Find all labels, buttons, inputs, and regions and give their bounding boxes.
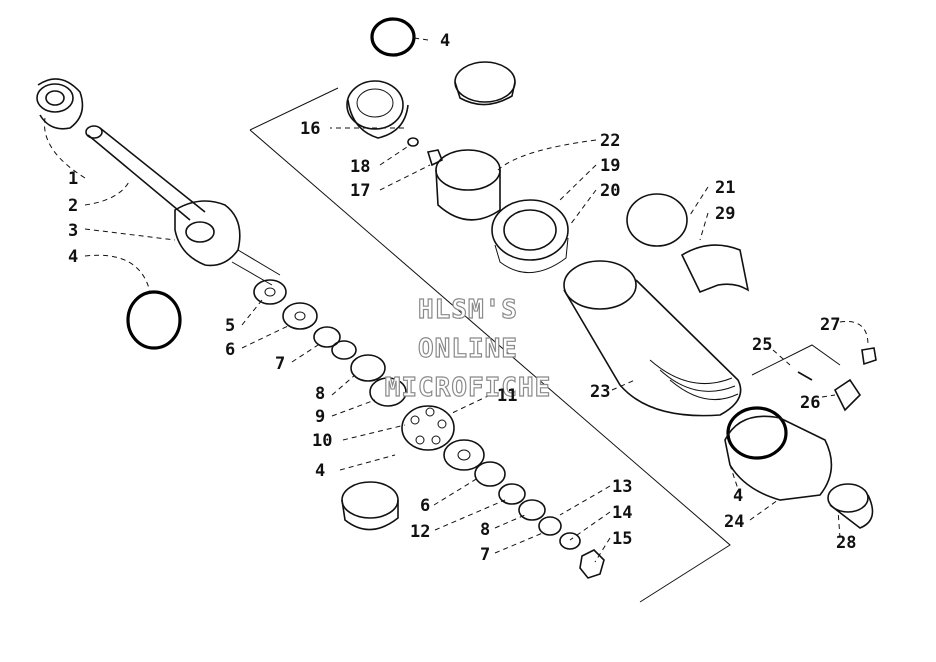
part-4-ring-top	[370, 17, 416, 57]
callout-18: 18	[350, 157, 370, 177]
part-29-label	[680, 244, 750, 294]
part-24-end-body	[724, 415, 833, 501]
part-11-piston	[401, 405, 455, 451]
part-18-o-ring	[407, 137, 419, 147]
callout-9: 9	[315, 407, 325, 427]
callout-4-top: 4	[440, 31, 450, 51]
watermark-line-3: MICROFICHE	[385, 373, 552, 403]
callout-1: 1	[68, 169, 78, 189]
callout-2: 2	[68, 196, 78, 216]
callout-17: 17	[350, 181, 370, 201]
part-26-spring	[797, 371, 813, 381]
callout-6-right: 6	[420, 496, 430, 516]
callout-4-right: 4	[733, 486, 743, 506]
callout-labels: 1 2 3 4 4 16 18 17 22 19 20 21 29 5 6 7 …	[68, 31, 856, 565]
part-16-cap	[346, 80, 409, 139]
callout-4-left: 4	[68, 247, 78, 267]
part-2-shaft	[85, 125, 206, 221]
callout-23: 23	[590, 382, 610, 402]
callout-24: 24	[724, 512, 744, 532]
callout-8-right: 8	[480, 520, 490, 540]
part-17-valve	[426, 149, 444, 167]
callout-10: 10	[312, 431, 332, 451]
callout-13: 13	[612, 477, 632, 497]
watermark: HLSM'S ONLINE MICROFICHE	[384, 294, 552, 403]
callout-29: 29	[715, 204, 735, 224]
part-3-shaft-eye	[174, 200, 281, 286]
callout-4-lower: 4	[315, 461, 325, 481]
part-22-sleeve	[435, 149, 501, 221]
part-4-ring-left	[126, 290, 182, 350]
callout-5: 5	[225, 316, 235, 336]
part-4-band-top	[454, 61, 516, 106]
callout-3: 3	[68, 221, 78, 241]
callout-19: 19	[600, 156, 620, 176]
part-25-bracket	[751, 344, 841, 376]
callout-21: 21	[715, 178, 735, 198]
part-27-cap	[861, 347, 877, 366]
callout-7-right: 7	[480, 545, 490, 565]
callout-14: 14	[612, 503, 632, 523]
part-21-disk	[626, 193, 688, 247]
callout-16: 16	[300, 119, 320, 139]
part-28-bushing	[827, 483, 874, 529]
assembly-bracket-outline	[249, 87, 731, 603]
leader-lines	[44, 37, 869, 563]
part-19-20-spring-nut	[491, 199, 569, 274]
callout-11: 11	[497, 386, 517, 406]
watermark-line-2: ONLINE	[418, 334, 518, 364]
washer-stack-right	[443, 439, 605, 579]
callout-7-left: 7	[275, 354, 285, 374]
part-4-band-lower	[341, 481, 399, 531]
callout-8-left: 8	[315, 384, 325, 404]
callout-27: 27	[820, 315, 840, 335]
callout-28: 28	[836, 533, 856, 553]
callout-12: 12	[410, 522, 430, 542]
callout-25: 25	[752, 335, 772, 355]
washer-stack-left	[253, 279, 407, 407]
part-4-ring-right	[726, 406, 788, 460]
part-1-bushing	[36, 78, 84, 130]
part-26-valve	[833, 378, 862, 412]
part-23-body	[563, 260, 742, 417]
callout-15: 15	[612, 529, 632, 549]
callout-20: 20	[600, 181, 620, 201]
watermark-line-1: HLSM'S	[418, 295, 518, 325]
callout-26: 26	[800, 393, 820, 413]
callout-6-left: 6	[225, 340, 235, 360]
callout-22: 22	[600, 131, 620, 151]
